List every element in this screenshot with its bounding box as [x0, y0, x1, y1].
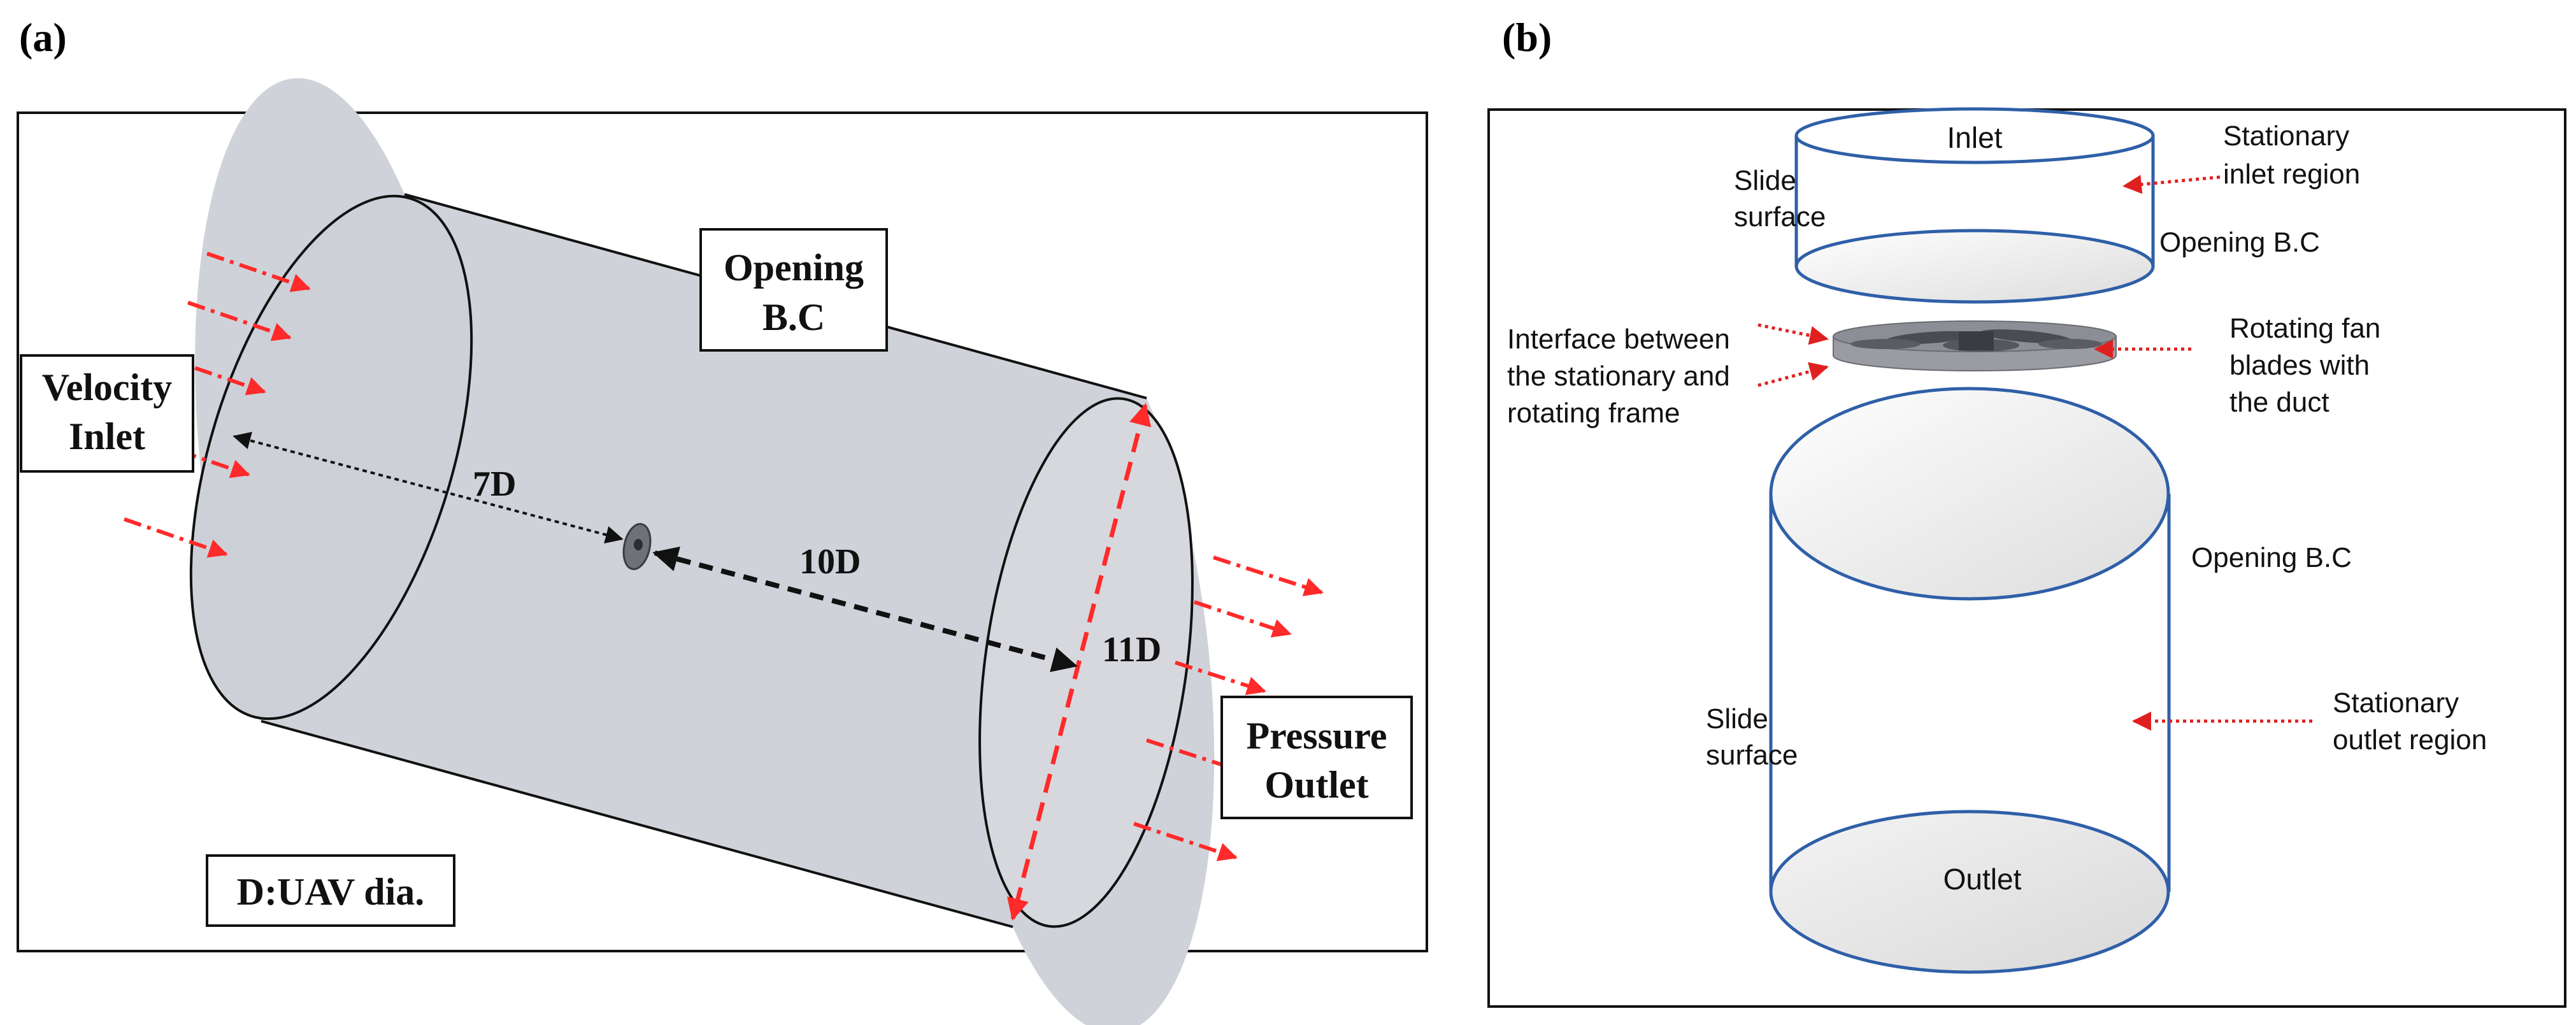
- cylinder-bottom-edge: [261, 720, 1013, 928]
- fan-hub: [1959, 331, 1994, 350]
- panel-b-label: (b): [1502, 15, 1552, 60]
- pressure-outlet-label-line1: Pressure: [1246, 715, 1387, 757]
- outlet-flow-arrows: [1133, 556, 1324, 861]
- fan-blade: [1850, 339, 1921, 349]
- panel-a: (a) 7D 10D 11D: [17, 15, 1428, 1025]
- inlet-region-top-cap: [1794, 107, 2155, 164]
- inlet-label: Inlet: [1947, 121, 2003, 154]
- opening-bc-label-line2: B.C: [762, 296, 825, 338]
- interface-arrow-upper: [1757, 323, 1829, 345]
- interface-label-line3: rotating frame: [1507, 398, 1680, 429]
- outlet-flow-arrow: [1213, 556, 1324, 596]
- interface-label-line2: the stationary and: [1507, 361, 1730, 392]
- rotating-fan-label-line1: Rotating fan: [2229, 313, 2380, 344]
- stationary-inlet-label-line2: inlet region: [2223, 159, 2360, 190]
- slide-surface-bottom-line1: Slide: [1706, 703, 1768, 735]
- interface-arrow-lower: [1757, 362, 1829, 387]
- fan-blade: [2038, 339, 2102, 349]
- opening-bc-top-label: Opening B.C: [2159, 227, 2320, 258]
- slide-surface-bottom-line2: surface: [1706, 740, 1798, 771]
- outlet-label: Outlet: [1943, 863, 2022, 896]
- inlet-region-bottom-cap: [1794, 229, 2155, 304]
- slide-surface-top-line1: Slide: [1734, 165, 1796, 196]
- opening-bc-box: [699, 228, 888, 352]
- outlet-region-top-cap: [1769, 387, 2170, 601]
- fan-blade: [1980, 329, 2072, 343]
- rotating-fan-label-line3: the duct: [2229, 387, 2329, 418]
- outlet-flow-arrow: [1175, 661, 1266, 696]
- panel-b: (b) Inlet Outlet: [1487, 15, 2566, 1008]
- legend-box: [206, 854, 455, 927]
- velocity-inlet-label-line2: Inlet: [69, 415, 145, 457]
- diameter-label: 11D: [1102, 630, 1161, 670]
- annotation-arrows: [1757, 175, 2312, 731]
- legend-label: D:UAV dia.: [237, 871, 425, 913]
- stationary-inlet-label-line1: Stationary: [2223, 120, 2349, 152]
- opening-bc-label-line1: Opening: [724, 247, 864, 289]
- opening-bc-bottom-label: Opening B.C: [2191, 542, 2352, 573]
- velocity-inlet-box: [20, 354, 194, 473]
- rotating-fan-disk: [1833, 320, 2117, 371]
- pressure-outlet-box: [1220, 696, 1413, 819]
- panel-a-frame: [17, 111, 1428, 952]
- interface-label-line1: Interface between: [1507, 324, 1730, 355]
- slide-surface-top-line2: surface: [1734, 201, 1826, 233]
- upstream-dimension-arrow: [233, 431, 624, 544]
- outlet-flow-arrow: [1194, 600, 1292, 638]
- stationary-inlet-arrow: [2122, 175, 2221, 194]
- stationary-outlet-label-line2: outlet region: [2333, 724, 2487, 756]
- stationary-outlet-label-line1: Stationary: [2333, 687, 2459, 719]
- downstream-dimension-label: 10D: [799, 542, 861, 582]
- velocity-inlet-label-line1: Velocity: [42, 366, 172, 408]
- upstream-dimension-label: 7D: [473, 464, 516, 504]
- pressure-outlet-label-line2: Outlet: [1264, 764, 1368, 806]
- panel-a-label: (a): [19, 15, 67, 60]
- diameter-arrow: [1006, 403, 1152, 921]
- downstream-dimension-arrow: [652, 547, 1078, 672]
- uav-hub: [634, 539, 643, 550]
- rotating-fan-label-line2: blades with: [2229, 350, 2370, 381]
